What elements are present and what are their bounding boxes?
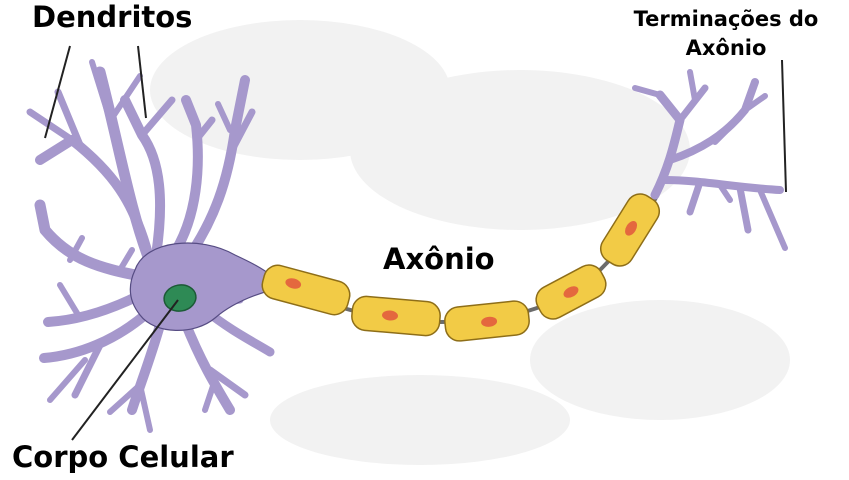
myelin-segment: [444, 300, 530, 342]
nucleus: [163, 284, 197, 312]
corpo-celular-leader: [71, 299, 179, 441]
terminacoes-label: Terminações do Axônio: [620, 5, 832, 63]
myelin-segment: [351, 295, 441, 337]
dendritos-label: Dendritos: [32, 0, 193, 34]
terminacoes-label-line2: Axônio: [685, 36, 767, 60]
dendrites: [26, 59, 275, 433]
terminacoes-label-line1: Terminações do: [633, 7, 819, 31]
terminacoes-leader: [781, 59, 787, 193]
cell-body: [129, 242, 273, 331]
axon-terminals: [632, 69, 788, 251]
dendritos-leader-left: [44, 45, 71, 139]
leader-lines: [44, 45, 787, 441]
myelin-segment: [261, 264, 351, 316]
dendritos-leader-right: [137, 45, 147, 119]
myelin-segment: [535, 264, 607, 320]
axonio-label: Axônio: [383, 242, 495, 276]
myelin-segment: [599, 193, 661, 267]
corpo-celular-label: Corpo Celular: [12, 440, 234, 474]
myelin-sheath: [261, 193, 661, 342]
